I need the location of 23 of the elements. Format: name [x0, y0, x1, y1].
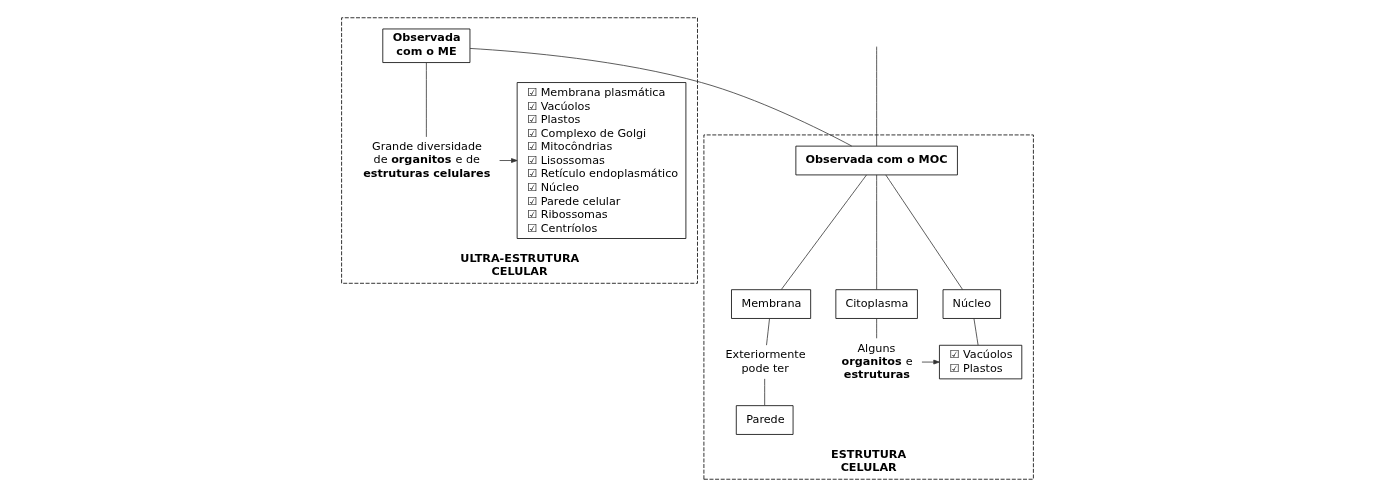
node-box: Observada com o ME [382, 28, 471, 63]
connector [766, 318, 770, 346]
connector [973, 318, 979, 346]
node-text: Alguns organitos e estruturas [841, 341, 913, 382]
node-box: ☑ Vacúolos ☑ Plastos [939, 344, 1023, 380]
node-box: Parede [735, 405, 794, 435]
node-box: Núcleo [942, 289, 1001, 319]
node-box: Citoplasma [835, 289, 918, 319]
connector [764, 378, 766, 406]
node-text: Exteriormente pode ter [725, 348, 806, 375]
connector [469, 48, 853, 147]
arrow [499, 158, 518, 163]
arrow [921, 359, 940, 365]
node-text: Grande diversidade de organitos e de estruturas celulares [363, 140, 491, 180]
node-box: Membrana [731, 289, 812, 319]
node-box: Observada com o MOC [795, 145, 958, 176]
node-box: ☑ Membrana plasmática ☑ Vacúolos ☑ Plastos ☑ Complexo de Golgi ☑ Mitocôndrias ☑ Lisossomas ☑ Retículo endoplasmático ☑ Núcleo ☑ Parede celular ☑ Ribossomas ☑ Centríolos [516, 82, 687, 239]
connector [876, 174, 878, 290]
connector [876, 318, 878, 339]
connector [876, 46, 878, 147]
connector [780, 174, 867, 290]
connector [425, 62, 427, 138]
connector [885, 174, 963, 290]
